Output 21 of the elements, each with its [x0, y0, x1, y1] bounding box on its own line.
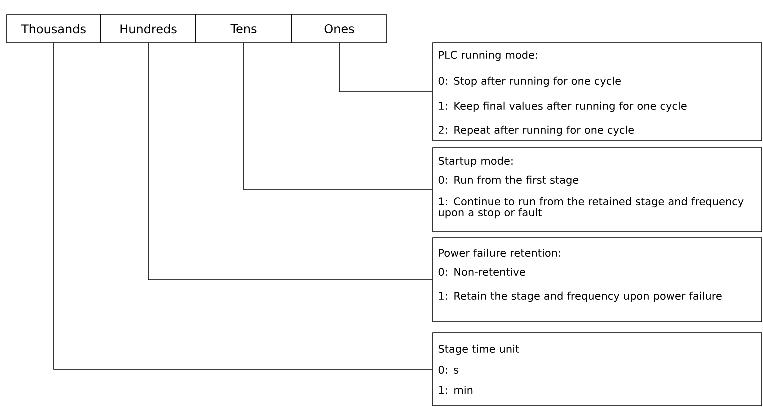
box-heading: Startup mode:: [438, 156, 513, 168]
digit-cell: Thousands: [6, 14, 102, 44]
option-text: 1: Retain the stage and frequency upon power failure: [439, 292, 722, 302]
option-text: 1: Keep final values after running for one cycle: [439, 102, 687, 112]
option-text: 1: Continue to run from the retained stage and frequency upon a stop or fault: [439, 197, 744, 219]
option-text: 1: min: [439, 386, 473, 394]
box-heading: Power failure retention:: [439, 248, 560, 258]
option-text: 0: s: [438, 366, 459, 374]
connector-line: [244, 43, 433, 190]
box-heading: PLC running mode:: [439, 50, 538, 62]
option-text: 0: Non-retentive: [438, 268, 526, 276]
connector-line: [339, 43, 433, 92]
connector-line: [54, 43, 433, 370]
option-text: 2: Repeat after running for one cycle: [438, 126, 634, 136]
connector-line: [148, 43, 433, 280]
digit-cell: Tens: [196, 14, 292, 44]
digit-cell: Ones: [292, 14, 388, 44]
option-text: 0: Stop after running for one cycle: [438, 76, 621, 88]
option-text: 0: Run from the first stage: [438, 176, 579, 186]
box-heading: Stage time unit: [438, 344, 520, 356]
digit-cell: Hundreds: [100, 14, 196, 44]
